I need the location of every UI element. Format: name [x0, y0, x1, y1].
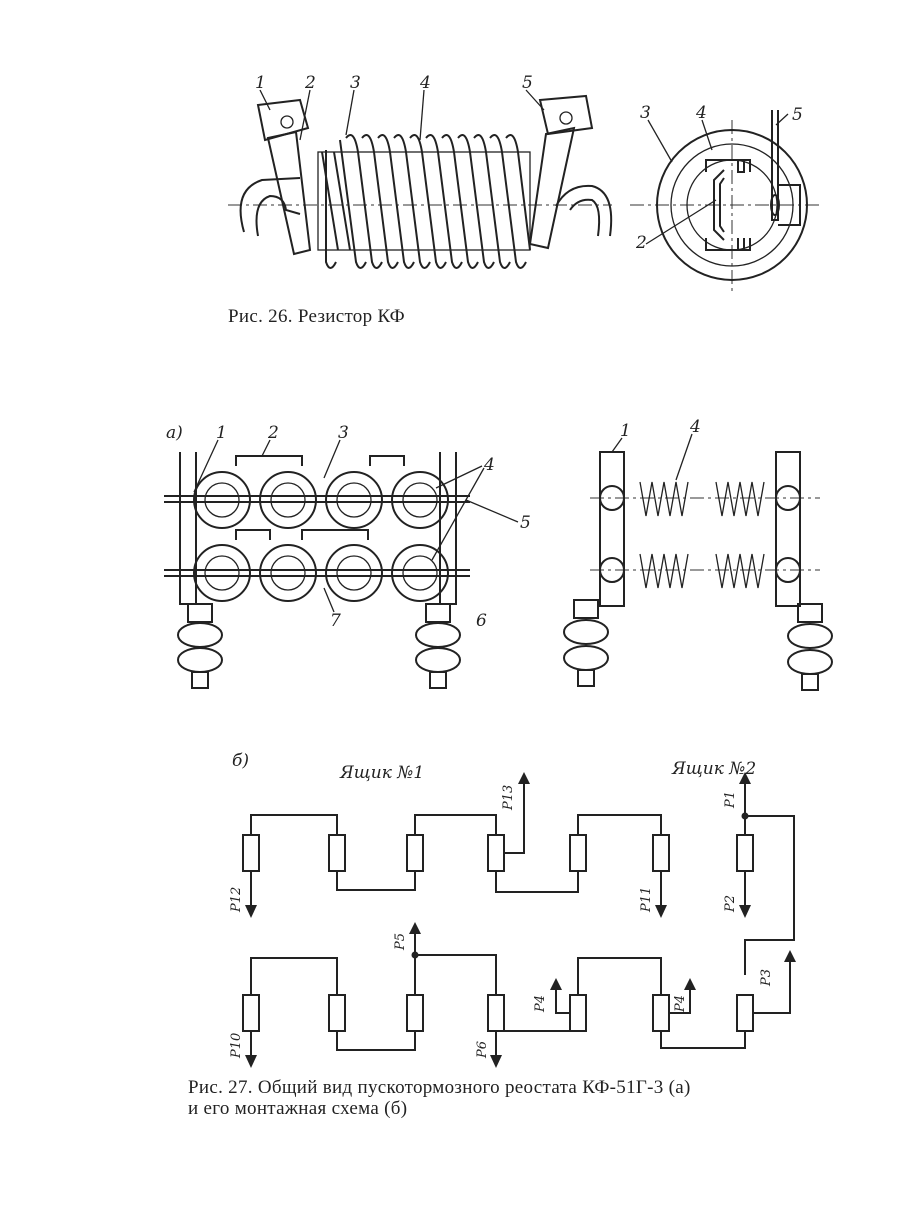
resistor-kf-side-view: 1 2 3 4 5	[228, 73, 613, 269]
a-label-2: 2	[267, 423, 279, 443]
rheostat-side-view: 1 4	[563, 417, 833, 691]
label-2: 2	[304, 73, 316, 93]
rheostat-front-view: 1 2 3 4 5 7 6	[164, 423, 531, 689]
panel-b-label: б)	[232, 751, 249, 771]
fig26-caption: Рис. 26. Резистор КФ	[228, 306, 405, 327]
insulator-side-right	[787, 603, 833, 691]
fig27-caption-line1: Рис. 27. Общий вид пускотормозного реост…	[188, 1077, 691, 1098]
a-label-3: 3	[338, 423, 349, 443]
terminal-r4-right: Р4	[673, 995, 688, 1013]
box1-label: Ящик №1	[339, 763, 424, 783]
fig27-caption: Рис. 27. Общий вид пускотормозного реост…	[188, 1077, 888, 1119]
end-label-3: 3	[640, 103, 651, 123]
terminal-r2: Р2	[723, 895, 738, 913]
label-4: 4	[419, 73, 431, 93]
side-label-1: 1	[620, 421, 631, 441]
terminal-r12: Р12	[229, 887, 244, 913]
label-5: 5	[522, 73, 533, 93]
coil-turns	[321, 134, 531, 269]
resistor-kf-end-view: 3 4 5 2	[630, 103, 822, 292]
terminal-r6: Р6	[475, 1041, 490, 1059]
insulator-side-left	[563, 599, 609, 687]
coil-row-upper	[193, 471, 449, 529]
terminal-labels: Р13 Р1 Р12 Р11 Р2 Р5 Р4 Р4 Р3 Р10 Р6	[229, 785, 774, 1059]
end-label-2: 2	[635, 233, 647, 253]
a-label-7: 7	[330, 611, 341, 631]
side-label-4: 4	[689, 417, 701, 437]
a-label-5: 5	[520, 513, 531, 533]
label-3: 3	[350, 73, 361, 93]
a-label-6: 6	[476, 611, 487, 631]
box2-label: Ящик №2	[671, 759, 756, 779]
end-label-4: 4	[695, 103, 707, 123]
label-1: 1	[255, 73, 266, 93]
terminal-r1: Р1	[723, 791, 738, 809]
terminal-r5: Р5	[393, 933, 408, 951]
panel-a-label: а)	[166, 423, 183, 443]
terminal-r4-left: Р4	[533, 995, 548, 1013]
a-label-4: 4	[483, 455, 495, 475]
coil-row-lower	[193, 544, 449, 602]
a-label-1: 1	[216, 423, 227, 443]
terminal-r10: Р10	[229, 1033, 244, 1059]
terminal-r3: Р3	[759, 969, 774, 987]
insulator-left	[177, 603, 223, 689]
insulator-right	[415, 603, 461, 689]
terminal-r13: Р13	[501, 785, 516, 811]
fig27-caption-line2: и его монтажная схема (б)	[188, 1098, 408, 1119]
terminal-r11: Р11	[639, 887, 654, 913]
upper-row	[242, 772, 795, 975]
end-label-5: 5	[792, 105, 803, 125]
lower-row	[242, 922, 796, 1068]
